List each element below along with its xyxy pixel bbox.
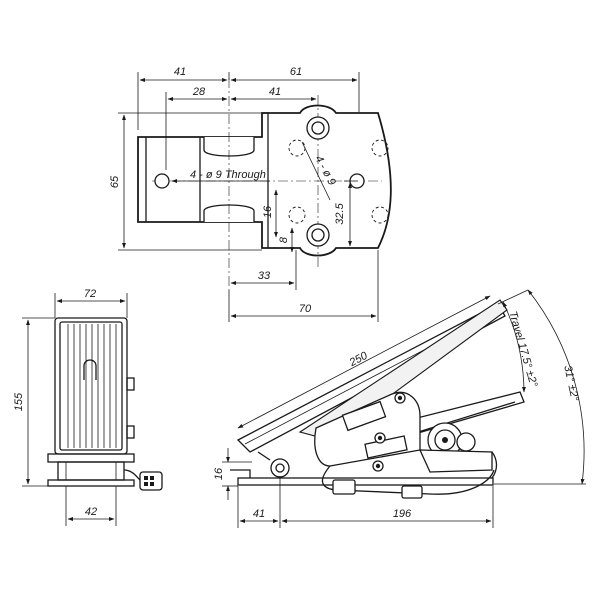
dim-155-label: 155 (13, 392, 25, 411)
dim-41-side-label: 41 (253, 508, 265, 520)
mounting-hole-top (306, 116, 330, 140)
top-view: 41 61 28 41 65 4 - ø 9 Through 4 - ø 9 1… (109, 66, 392, 322)
top-view-plate-outline (137, 104, 392, 257)
side-base-plate (237, 477, 494, 486)
dim-65-label: 65 (109, 175, 121, 188)
dim-28-label: 28 (192, 86, 206, 98)
front-connector (139, 471, 163, 491)
dim-196-label: 196 (393, 508, 412, 520)
dim-42-label: 42 (85, 506, 97, 518)
through-hole-left (154, 173, 170, 189)
dim-41-label: 41 (174, 66, 186, 78)
hole-note-label: 4 - ø 9 Through (190, 169, 266, 181)
mounting-hole-bottom (306, 223, 330, 247)
dim-250-label: 250 (347, 349, 371, 369)
dim-16-label: 16 (262, 205, 274, 218)
dim-70-label: 70 (299, 303, 312, 315)
sensor-label-plate (341, 400, 387, 432)
pivot-pin (270, 458, 290, 478)
dim-33-label: 33 (258, 270, 271, 282)
dim-angle-label: 31° ±2° (561, 364, 580, 403)
side-view: 250 Travel 17.5° (213, 289, 586, 528)
side-connector (332, 479, 356, 495)
dim-41-inner-label: 41 (269, 86, 281, 98)
logo-mark (83, 359, 97, 380)
dim-32-5-label: 32.5 (334, 202, 346, 224)
dim-72-label: 72 (84, 288, 96, 300)
front-view: 72 (13, 288, 163, 526)
dim-61-label: 61 (290, 66, 302, 78)
dim-travel-label: Travel 17.5° ±2° (506, 310, 539, 389)
body-ribs (67, 324, 117, 448)
dim-16-side-label: 16 (213, 467, 225, 480)
dim-8-label: 8 (278, 236, 290, 243)
